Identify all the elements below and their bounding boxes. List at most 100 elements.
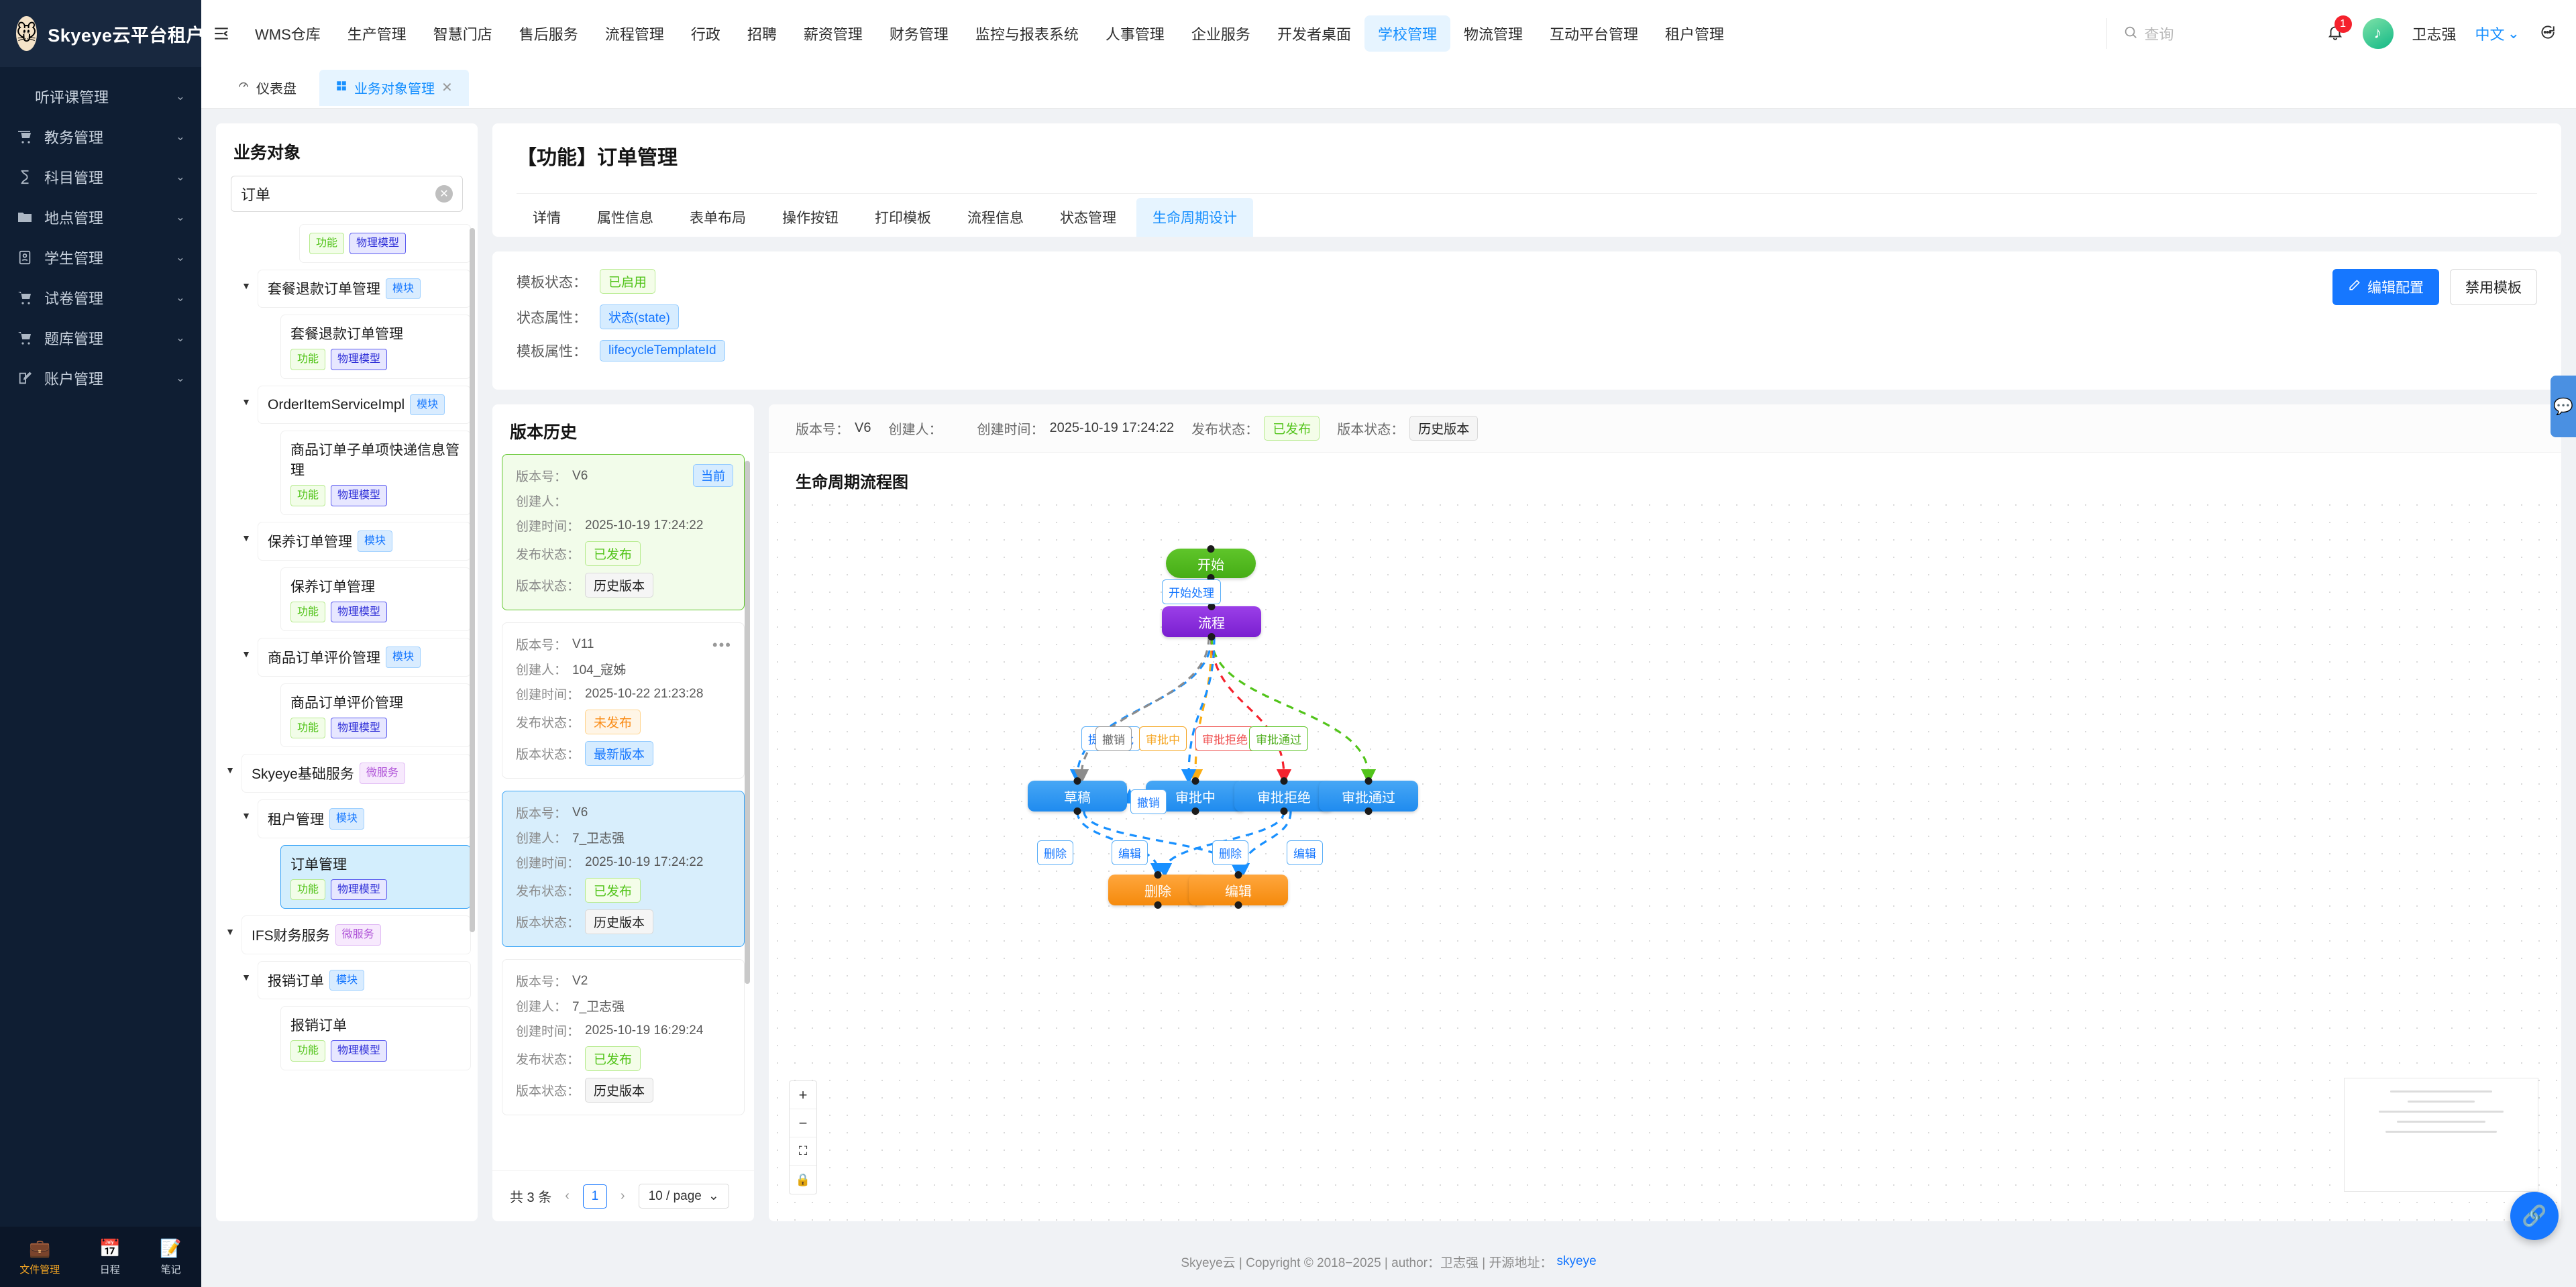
sidebar-footer-item-2[interactable]: 📝笔记 bbox=[160, 1238, 181, 1276]
nav-item-16[interactable]: 租户管理 bbox=[1652, 15, 1737, 52]
tree-expand-arrow-icon[interactable]: ▼ bbox=[239, 270, 254, 291]
disable-template-button[interactable]: 禁用模板 bbox=[2450, 269, 2537, 305]
user-avatar-icon[interactable]: ♪ bbox=[2363, 18, 2394, 49]
tree-item[interactable]: 套餐退款订单管理模块 bbox=[258, 270, 471, 309]
flow-edge-label-pass[interactable]: 审批通过 bbox=[1249, 726, 1308, 751]
tree-expand-arrow-icon[interactable]: ▼ bbox=[239, 638, 254, 659]
sidebar-footer-item-1[interactable]: 📅日程 bbox=[99, 1238, 121, 1276]
tree-expand-arrow-icon[interactable]: ▼ bbox=[239, 799, 254, 821]
node-port-top[interactable] bbox=[1155, 871, 1162, 879]
sidebar-item-3[interactable]: 地点管理⌄ bbox=[0, 197, 201, 237]
node-port-bottom[interactable] bbox=[1281, 807, 1288, 815]
nav-item-6[interactable]: 招聘 bbox=[734, 15, 790, 52]
tree-expand-arrow-icon[interactable]: ▼ bbox=[239, 522, 254, 543]
sidebar-item-0[interactable]: 听评课管理⌄ bbox=[0, 76, 201, 117]
search-input[interactable]: 查询 bbox=[2106, 18, 2308, 49]
nav-item-5[interactable]: 行政 bbox=[678, 15, 734, 52]
node-port-bottom[interactable] bbox=[1235, 901, 1242, 909]
zoom-in-button[interactable]: + bbox=[790, 1081, 816, 1109]
flow-edge-label-cancel2[interactable]: 撤销 bbox=[1130, 789, 1167, 814]
edge-reject-to-edit[interactable] bbox=[1242, 812, 1291, 871]
flow-node-edit[interactable]: 编辑 bbox=[1189, 875, 1288, 905]
sidebar-item-6[interactable]: 题库管理⌄ bbox=[0, 318, 201, 358]
nav-item-2[interactable]: 智慧门店 bbox=[420, 15, 506, 52]
nav-item-13[interactable]: 学校管理 bbox=[1364, 15, 1450, 52]
nav-item-7[interactable]: 薪资管理 bbox=[790, 15, 876, 52]
version-card[interactable]: 版本号：V6创建人：7_卫志强创建时间：2025-10-19 17:24:22发… bbox=[502, 791, 745, 947]
edge-proc-to-pass[interactable] bbox=[1212, 637, 1368, 777]
flow-edge-label-edit1[interactable]: 编辑 bbox=[1112, 840, 1148, 865]
edge-proc-to-inappr[interactable] bbox=[1195, 637, 1212, 777]
detail-tab-6[interactable]: 状态管理 bbox=[1044, 198, 1132, 237]
more-options-icon[interactable]: ••• bbox=[712, 636, 732, 654]
flow-node-pass[interactable]: 审批通过 bbox=[1319, 781, 1418, 812]
clear-circle-icon[interactable]: ✕ bbox=[435, 185, 453, 203]
chevron-right-icon[interactable]: › bbox=[616, 1188, 629, 1204]
tree-item[interactable]: 保养订单管理功能物理模型 bbox=[280, 567, 471, 632]
node-port-top[interactable] bbox=[1235, 871, 1242, 879]
version-card[interactable]: •••版本号：V11创建人：104_寇姊创建时间：2025-10-22 21:2… bbox=[502, 622, 745, 779]
tree-item[interactable]: IFS财务服务微服务 bbox=[241, 915, 471, 954]
flow-edge-label-inappr[interactable]: 审批中 bbox=[1139, 726, 1187, 751]
node-port-top[interactable] bbox=[1192, 777, 1199, 785]
version-card[interactable]: 当前版本号：V6创建人：创建时间：2025-10-19 17:24:22发布状态… bbox=[502, 454, 745, 610]
tree-item[interactable]: Skyeye基础服务微服务 bbox=[241, 754, 471, 793]
flow-canvas[interactable]: 开始流程草稿审批中审批拒绝审批通过删除编辑 开始处理提交审批撤销审批中审批拒绝审… bbox=[769, 496, 2561, 1221]
detail-tab-1[interactable]: 属性信息 bbox=[581, 198, 669, 237]
flow-edge-label-cancel1[interactable]: 撤销 bbox=[1095, 726, 1132, 751]
edit-config-button[interactable]: 编辑配置 bbox=[2332, 269, 2439, 305]
page-number-1[interactable]: 1 bbox=[583, 1184, 607, 1209]
detail-tab-5[interactable]: 流程信息 bbox=[951, 198, 1040, 237]
edge-proc-to-reject[interactable] bbox=[1212, 637, 1284, 777]
page-tab-1[interactable]: 业务对象管理✕ bbox=[319, 70, 469, 106]
flow-node-start[interactable]: 开始 bbox=[1166, 549, 1256, 578]
notification-button[interactable]: 1 bbox=[2326, 23, 2344, 44]
flow-edge-label-reject[interactable]: 审批拒绝 bbox=[1195, 726, 1254, 751]
nav-item-3[interactable]: 售后服务 bbox=[506, 15, 592, 52]
nav-item-4[interactable]: 流程管理 bbox=[592, 15, 678, 52]
node-port-top[interactable] bbox=[1365, 777, 1373, 785]
tree-scrollbar[interactable] bbox=[470, 228, 475, 932]
tree-item[interactable]: 套餐退款订单管理功能物理模型 bbox=[280, 315, 471, 379]
node-port-bottom[interactable] bbox=[1192, 807, 1199, 815]
node-port-top[interactable] bbox=[1074, 777, 1081, 785]
page-tab-0[interactable]: 仪表盘 bbox=[221, 67, 313, 109]
detail-tab-7[interactable]: 生命周期设计 bbox=[1136, 198, 1253, 237]
flow-node-proc[interactable]: 流程 bbox=[1162, 606, 1261, 637]
lock-canvas-button[interactable]: 🔒 bbox=[790, 1166, 816, 1194]
footer-link[interactable]: skyeye bbox=[1557, 1254, 1597, 1269]
object-search-input[interactable] bbox=[241, 185, 435, 203]
tree-expand-arrow-icon[interactable]: ▼ bbox=[239, 961, 254, 983]
chevron-left-icon[interactable]: ‹ bbox=[561, 1188, 574, 1204]
nav-item-10[interactable]: 人事管理 bbox=[1092, 15, 1178, 52]
fit-to-screen-button[interactable]: ⛶ bbox=[790, 1137, 816, 1166]
tree-expand-arrow-icon[interactable]: ▼ bbox=[223, 915, 237, 937]
flow-edge-label-del1[interactable]: 删除 bbox=[1037, 840, 1073, 865]
collapse-menu-icon[interactable] bbox=[201, 25, 241, 42]
link-widget-button[interactable]: 🔗 bbox=[2510, 1192, 2559, 1240]
edge-proc-to-inappr-submit[interactable] bbox=[1189, 637, 1214, 777]
nav-item-8[interactable]: 财务管理 bbox=[876, 15, 962, 52]
nav-item-0[interactable]: WMS仓库 bbox=[241, 15, 334, 52]
language-switcher[interactable]: 中文 ⌄ bbox=[2475, 23, 2520, 44]
nav-item-12[interactable]: 开发者桌面 bbox=[1264, 15, 1364, 52]
sidebar-item-2[interactable]: 科目管理⌄ bbox=[0, 157, 201, 197]
detail-tab-3[interactable]: 操作按钮 bbox=[766, 198, 855, 237]
tree-item[interactable]: 报销订单功能物理模型 bbox=[280, 1006, 471, 1070]
chat-bubble-icon[interactable] bbox=[2538, 23, 2556, 44]
sidebar-item-1[interactable]: 教务管理⌄ bbox=[0, 117, 201, 157]
sidebar-footer-item-0[interactable]: 💼文件管理 bbox=[19, 1238, 60, 1276]
detail-tab-4[interactable]: 打印模板 bbox=[859, 198, 947, 237]
tree-item[interactable]: 商品订单子单项快递信息管理功能物理模型 bbox=[280, 431, 471, 515]
node-port-bottom[interactable] bbox=[1074, 807, 1081, 815]
node-port-bottom[interactable] bbox=[1155, 901, 1162, 909]
nav-item-9[interactable]: 监控与报表系统 bbox=[962, 15, 1092, 52]
tree-expand-arrow-icon[interactable]: ▼ bbox=[223, 754, 237, 775]
chat-widget-button[interactable]: 💬 bbox=[2551, 376, 2576, 437]
sidebar-item-5[interactable]: 试卷管理⌄ bbox=[0, 278, 201, 318]
nav-item-1[interactable]: 生产管理 bbox=[334, 15, 420, 52]
tree-item[interactable]: 保养订单管理模块 bbox=[258, 522, 471, 561]
detail-tab-0[interactable]: 详情 bbox=[517, 198, 577, 237]
flow-edge-label-del2[interactable]: 删除 bbox=[1212, 840, 1248, 865]
nav-item-15[interactable]: 互动平台管理 bbox=[1536, 15, 1652, 52]
